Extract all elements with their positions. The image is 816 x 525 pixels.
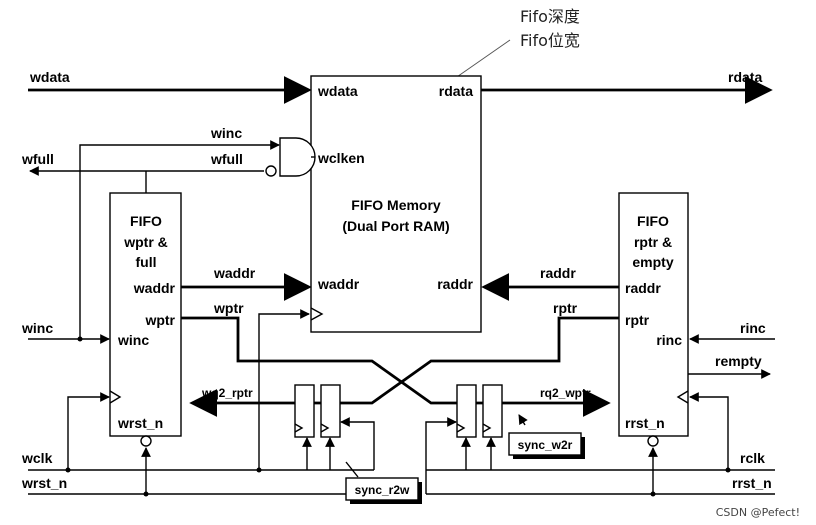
read-block-title-line1: FIFO — [637, 213, 669, 229]
wrst-n-junction-dot — [143, 491, 149, 497]
rrst-n-junction-dot — [650, 491, 656, 497]
wclk-to-memory-wire — [258, 309, 310, 470]
signal-rptr: rptr — [553, 300, 578, 316]
sync-w2r-flop-1-clock — [456, 423, 466, 433]
memory-clock-triangle — [310, 307, 324, 321]
wclk-junction-dot — [65, 467, 71, 473]
and-gate — [279, 137, 316, 177]
write-block-port-winc: winc — [117, 332, 149, 348]
read-block-port-rptr: rptr — [625, 312, 650, 328]
write-block-title-line2: wptr & — [123, 234, 168, 250]
write-block-title-line3: full — [136, 254, 157, 270]
sync-r2w-flop-2 — [320, 384, 341, 438]
sync-w2r-label-box — [508, 432, 582, 456]
signal-winc: winc — [21, 320, 53, 336]
read-block-port-raddr: raddr — [625, 280, 661, 296]
signal-wfull: wfull — [21, 151, 54, 167]
signal-winc-top: winc — [210, 125, 242, 141]
signal-raddr: raddr — [540, 265, 576, 281]
read-block-clock-triangle — [676, 390, 689, 404]
signal-wptr: wptr — [213, 300, 244, 316]
write-block-clock-triangle — [109, 390, 122, 404]
sync-r2w-reset-wire — [340, 417, 375, 470]
signal-rrst-n: rrst_n — [732, 475, 772, 491]
memory-port-waddr: waddr — [317, 276, 360, 292]
signal-rempty: rempty — [715, 353, 762, 369]
write-block-reset-bubble — [140, 435, 152, 447]
read-pointer-block — [618, 192, 689, 437]
rclk-to-block-wire — [689, 392, 729, 470]
rptr-bus — [189, 316, 619, 417]
memory-title-line2: (Dual Port RAM) — [342, 218, 449, 234]
sync-w2r-flop-2 — [482, 384, 503, 438]
winc-to-and-wire — [79, 140, 280, 339]
wclk-memory-junction-dot — [256, 467, 262, 473]
sync-w2r-flop-1 — [456, 384, 477, 438]
sync-w2r-pointer — [518, 414, 528, 426]
sync-r2w-label-box — [345, 477, 419, 501]
signal-wq2-rptr: wq2_rptr — [201, 386, 253, 400]
sync-r2w-label: sync_r2w — [355, 483, 410, 497]
write-block-port-wrst-n: wrst_n — [117, 415, 163, 431]
memory-port-wclken: wclken — [317, 150, 365, 166]
signal-rdata: rdata — [728, 69, 762, 85]
and-gate-inverter-bubble — [265, 165, 277, 177]
read-block-title-line2: rptr & — [634, 234, 672, 250]
signal-wclk: wclk — [21, 450, 53, 466]
annotation-fifo-depth: Fifo深度 — [520, 7, 580, 26]
sync-r2w-flop-2-clock — [320, 423, 330, 433]
wclk-to-block-wire — [67, 392, 110, 470]
memory-port-raddr: raddr — [437, 276, 473, 292]
write-block-port-wptr: wptr — [144, 312, 175, 328]
signal-waddr: waddr — [213, 265, 256, 281]
sync-r2w-flop-1 — [294, 384, 315, 438]
signal-wfull-top: wfull — [210, 151, 243, 167]
sync-r2w-flop-1-clock — [294, 423, 304, 433]
signal-wrst-n: wrst_n — [21, 475, 67, 491]
signal-rq2-wptr: rq2_wptr — [540, 386, 591, 400]
winc-junction-dot — [77, 336, 83, 342]
read-block-port-rinc: rinc — [656, 332, 682, 348]
memory-title-line1: FIFO Memory — [351, 197, 441, 213]
fifo-memory-block — [310, 75, 482, 333]
signal-rclk: rclk — [740, 450, 765, 466]
signal-rinc: rinc — [740, 320, 766, 336]
rclk-junction-dot — [725, 467, 731, 473]
annotation-fifo-width: Fifo位宽 — [520, 31, 580, 50]
read-block-title-line3: empty — [632, 254, 673, 270]
write-block-title-line1: FIFO — [130, 213, 162, 229]
write-block-port-waddr: waddr — [133, 280, 176, 296]
csdn-watermark: CSDN @Pefect! — [716, 506, 800, 519]
sync-w2r-flop-2-clock — [482, 423, 492, 433]
signal-wdata: wdata — [29, 69, 70, 85]
read-block-reset-bubble — [647, 435, 659, 447]
memory-port-rdata: rdata — [439, 83, 473, 99]
sync-w2r-reset-wire — [425, 417, 457, 478]
memory-port-wdata: wdata — [317, 83, 358, 99]
sync-w2r-label: sync_w2r — [518, 438, 573, 452]
read-block-port-rrst-n: rrst_n — [625, 415, 665, 431]
